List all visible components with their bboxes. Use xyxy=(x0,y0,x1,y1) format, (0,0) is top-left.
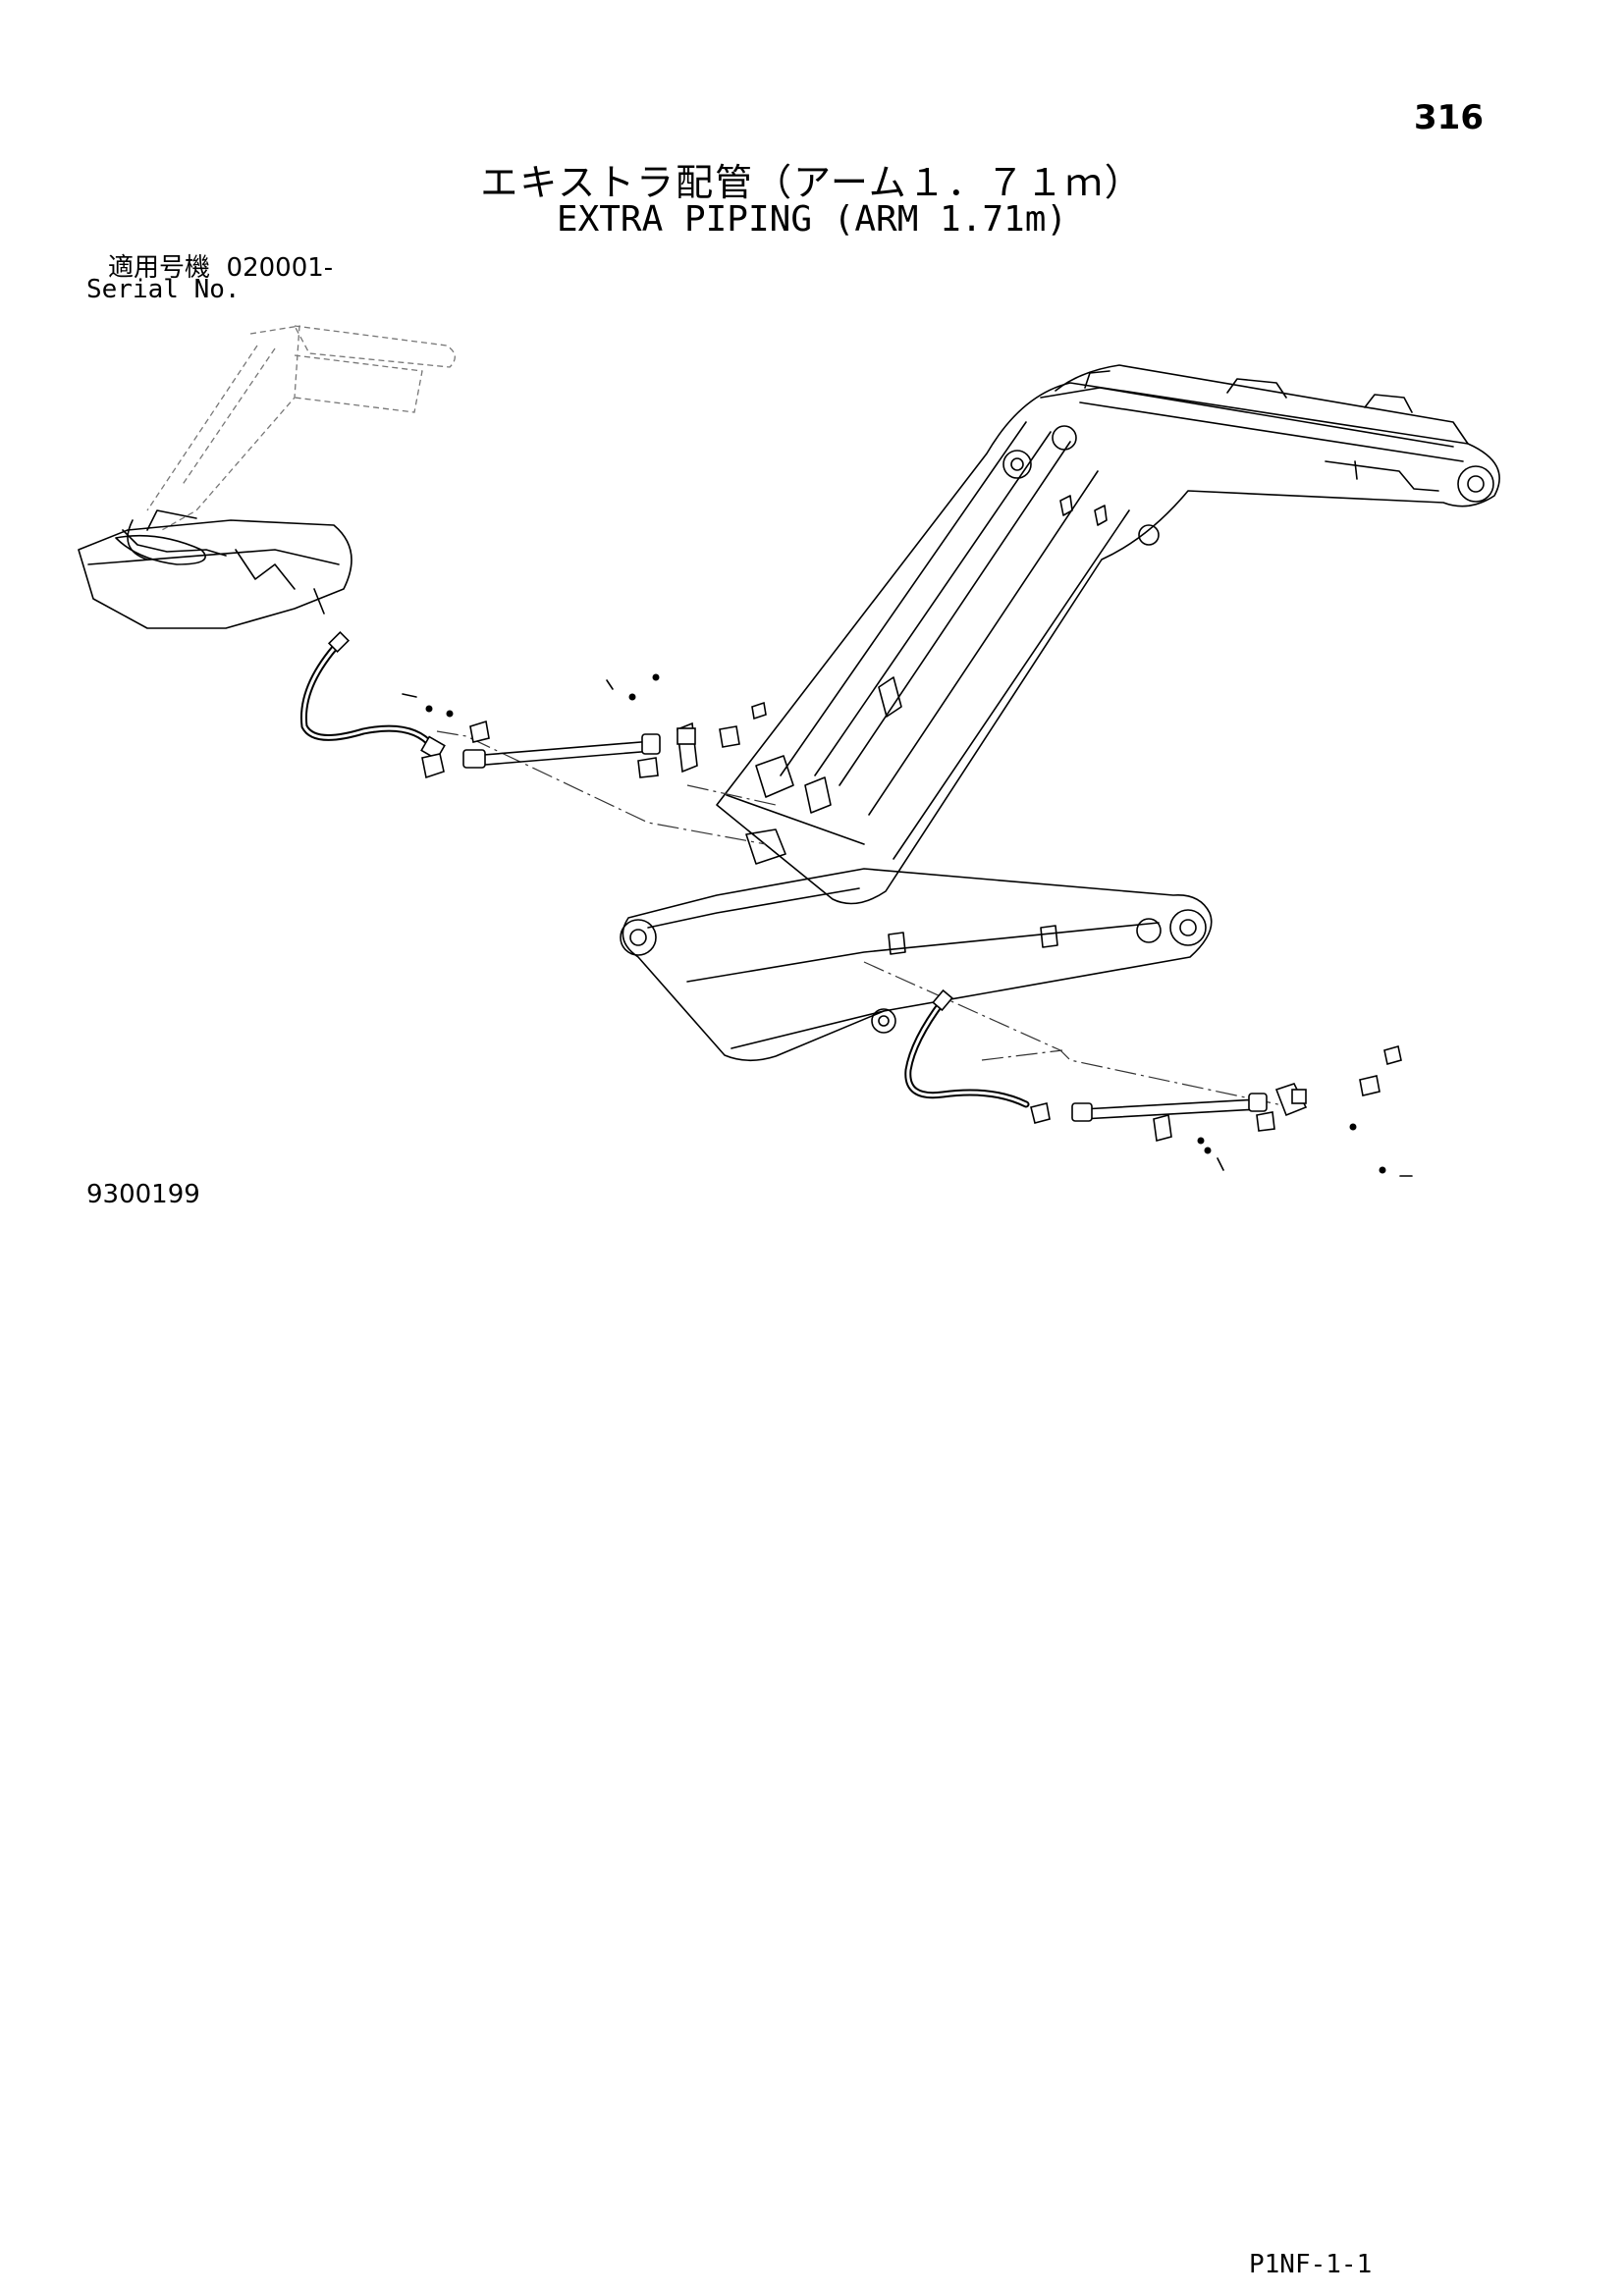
page-reference-code: P1NF-1-1 xyxy=(1249,2250,1373,2279)
serial-label-japanese: 適用号機 xyxy=(108,253,211,283)
serial-label-english: Serial No. xyxy=(86,275,241,304)
serial-value: 020001- xyxy=(226,253,334,283)
page-title-japanese: エキストラ配管（アーム１．７１ｍ） xyxy=(480,161,1144,204)
page-title-english: EXTRA PIPING (ARM 1.71m) xyxy=(556,199,1068,240)
inset-machine-sketch xyxy=(78,325,456,629)
figure-number: 9300199 xyxy=(86,1180,200,1209)
boom-assembly xyxy=(620,868,1213,1062)
serial-applicability: 適用号機 020001- xyxy=(108,247,333,284)
arm-assembly xyxy=(716,364,1500,905)
centerline-chains xyxy=(436,730,1302,1110)
lower-piping-group xyxy=(904,988,1413,1177)
upper-piping-group xyxy=(299,630,767,779)
page-number: 316 xyxy=(1414,98,1484,137)
